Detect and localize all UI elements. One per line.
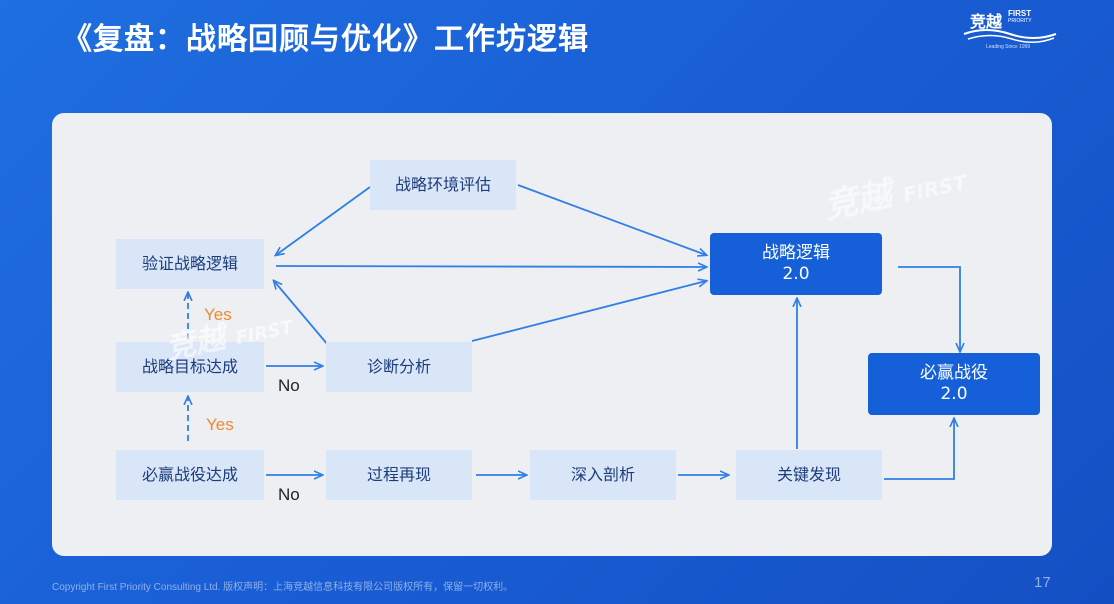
node-key-findings: 关键发现 [736,450,882,500]
flow-arrows [52,184,1052,480]
label-no-bottom: No [278,485,300,504]
strategy-logic-2-0-title: 战略逻辑 [762,242,830,263]
node-verify-strategy-logic: 验证战略逻辑 [116,239,264,289]
strategy-logic-2-0-version: 2.0 [782,264,810,284]
arrow-verify-to-logic [275,266,706,267]
page-title: 《复盘：战略回顾与优化》工作坊逻辑 [62,22,589,57]
node-in-depth-analysis: 深入剖析 [530,450,676,500]
logo-brand-en-1: FIRST [1008,9,1032,18]
logo-tagline: Leading Since 1999 [986,44,1031,50]
arrow-logic-to-battle [898,266,960,351]
arrow-diagnosis-to-verify [274,281,329,346]
node-diagnosis-analysis: 诊断分析 [326,342,472,392]
label-no-middle: No [278,376,300,395]
company-logo: 竞越 FIRST PRIORITY Leading Since 1999 [962,4,1058,52]
must-win-battle-2-0-title: 必赢战役 [920,362,988,383]
arrow-env-to-logic [517,184,706,255]
node-must-win-battle-2-0: 必赢战役 2.0 [868,353,1040,415]
label-yes-upper: Yes [204,305,232,324]
node-must-win-battle-achieved: 必赢战役达成 [116,450,264,500]
arrow-diagnosis-to-logic [471,281,706,342]
logo-brand-en-2: PRIORITY [1008,18,1032,24]
diagram-panel: 战略环境评估 验证战略逻辑 战略目标达成 诊断分析 必赢战役达成 过程再现 深入… [52,113,1052,556]
arrow-env-to-verify [276,186,371,255]
must-win-battle-2-0-version: 2.0 [940,384,968,404]
label-yes-lower: Yes [206,415,234,434]
node-process-reproduction: 过程再现 [326,450,472,500]
node-strategy-goal-achieved: 战略目标达成 [116,342,264,392]
logo-brand-cn: 竞越 [970,12,1003,31]
page-number: 17 [1034,574,1051,591]
footer-copyright: Copyright First Priority Consulting Ltd.… [52,582,514,593]
logo-wave-icon [963,29,1057,43]
node-strategy-logic-2-0: 战略逻辑 2.0 [710,233,882,295]
node-strategy-environment-assessment: 战略环境评估 [370,160,516,210]
arrow-key-to-battle [884,419,954,480]
